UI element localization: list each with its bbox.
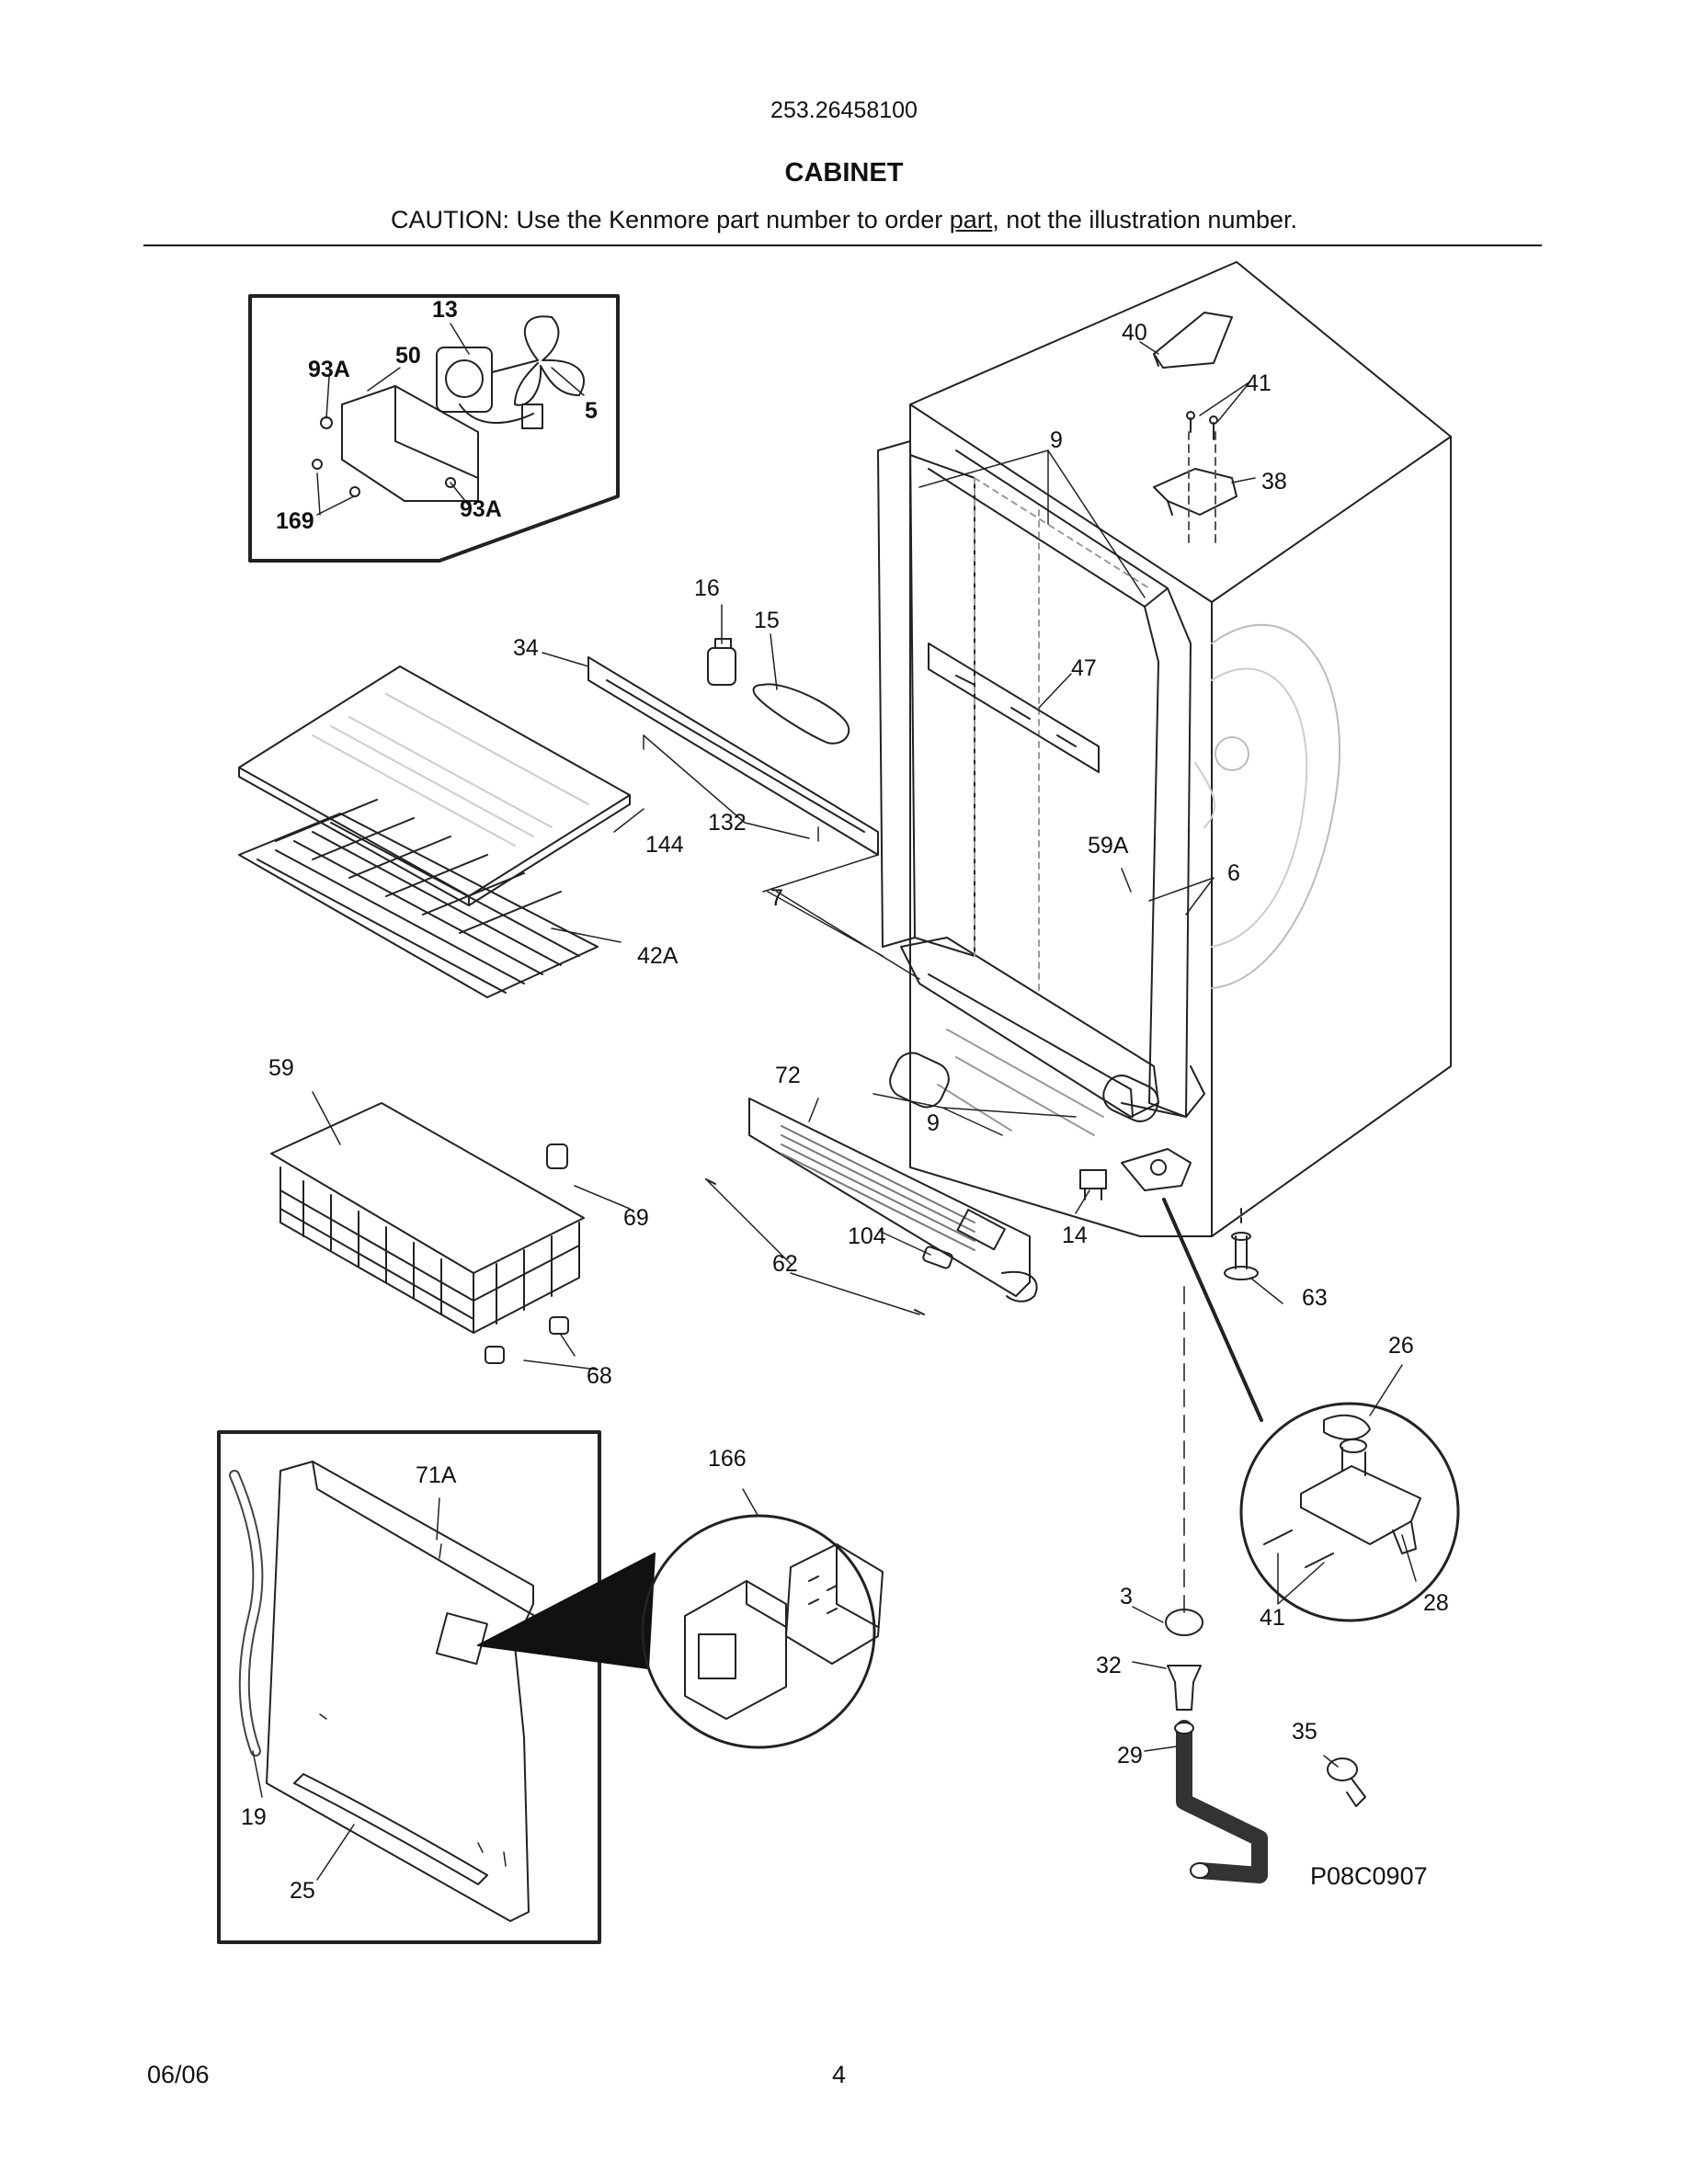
back-panel-icon bbox=[229, 1461, 539, 1922]
pin-icon bbox=[1167, 1665, 1202, 1711]
footer-page-number: 4 bbox=[832, 2061, 847, 2088]
hinge-detail-parts bbox=[1263, 1414, 1421, 1568]
callout-label: 29 bbox=[1117, 1743, 1143, 1769]
control-detail-circle bbox=[641, 1514, 876, 1749]
callout-label: 16 bbox=[694, 575, 720, 601]
bottom-hinge-icon bbox=[1121, 1148, 1192, 1191]
callout-label: 15 bbox=[754, 608, 780, 633]
hinge-detail-circle bbox=[1239, 1402, 1460, 1622]
callout-label: 3 bbox=[1120, 1584, 1133, 1610]
callout-label: 13 bbox=[432, 297, 458, 323]
cabinet-body bbox=[909, 261, 1452, 1237]
caution-text-suffix: , not the illustration number. bbox=[992, 206, 1297, 233]
caution-underlined-word: part bbox=[949, 206, 993, 233]
callout-label: 26 bbox=[1388, 1333, 1414, 1359]
door-stop-plug-icon bbox=[1165, 1609, 1203, 1636]
fan-motor-icon bbox=[312, 315, 585, 502]
callout-label: 132 bbox=[708, 810, 747, 836]
leveling-leg-icon bbox=[1224, 1232, 1259, 1280]
callout-label: 41 bbox=[1260, 1605, 1285, 1631]
callout-label: 69 bbox=[623, 1205, 649, 1231]
toe-grille-screws bbox=[705, 1178, 925, 1315]
callout-label: 68 bbox=[587, 1363, 612, 1389]
top-hinge-cover-icon bbox=[1153, 312, 1233, 369]
footer-date: 06/06 bbox=[147, 2061, 210, 2088]
callout-label: 47 bbox=[1071, 655, 1097, 681]
model-number: 253.26458100 bbox=[770, 97, 918, 123]
resistor-104-icon bbox=[922, 1246, 953, 1269]
top-hinge-screws bbox=[1186, 411, 1218, 440]
callout-label: 93A bbox=[460, 496, 502, 522]
toe-grille-icon bbox=[748, 1098, 1038, 1302]
callout-label: 71A bbox=[416, 1462, 457, 1488]
callout-label: 40 bbox=[1122, 320, 1147, 346]
callout-label: 19 bbox=[241, 1804, 267, 1830]
inset-back-panel-frame bbox=[217, 1430, 601, 1944]
solid-shelf-icon bbox=[238, 665, 631, 906]
callout-label: 9 bbox=[1050, 427, 1063, 453]
caution-note: CAUTION: Use the Kenmore part number to … bbox=[0, 206, 1688, 234]
callout-label: 28 bbox=[1423, 1590, 1449, 1616]
callout-label: 144 bbox=[645, 832, 684, 858]
callout-label: 50 bbox=[395, 343, 421, 369]
cabinet-liner bbox=[974, 477, 1150, 994]
light-bulb-icon bbox=[752, 683, 850, 745]
callout-label: 166 bbox=[708, 1446, 747, 1472]
inset-fan-motor-frame bbox=[248, 294, 620, 563]
callout-label: 104 bbox=[848, 1223, 886, 1249]
stop-arm-icon bbox=[1174, 1720, 1268, 1883]
drawing-code: P08C0907 bbox=[1310, 1862, 1428, 1890]
callout-label: 63 bbox=[1302, 1285, 1328, 1311]
wire-basket-icon bbox=[270, 1102, 585, 1334]
caution-text-prefix: CAUTION: Use the Kenmore part number to … bbox=[391, 206, 950, 233]
callout-label: 6 bbox=[1227, 860, 1240, 886]
leader-lines bbox=[252, 323, 1417, 1881]
callout-label: 34 bbox=[513, 635, 539, 661]
callout-label: 59 bbox=[268, 1055, 294, 1081]
header-rule bbox=[143, 245, 1542, 246]
callout-label: 169 bbox=[276, 508, 314, 534]
wire-shelf-icon bbox=[238, 799, 599, 998]
lamp-socket-icon bbox=[707, 638, 736, 686]
page-title: CABINET bbox=[784, 158, 904, 188]
basket-clip-icons bbox=[485, 1143, 569, 1364]
callout-label: 38 bbox=[1261, 469, 1287, 495]
callout-label: 41 bbox=[1246, 370, 1272, 396]
switch-icon bbox=[1079, 1169, 1107, 1200]
callout-label: 93A bbox=[308, 357, 350, 382]
callout-label: 7 bbox=[770, 885, 783, 911]
callout-label: 35 bbox=[1292, 1719, 1317, 1745]
callout-label: 62 bbox=[772, 1251, 798, 1277]
callout-labels: 13 93A 50 5 169 93A 40 41 9 38 16 15 34 … bbox=[241, 297, 1449, 1904]
callout-label: 32 bbox=[1096, 1653, 1122, 1678]
callout-label: 72 bbox=[775, 1063, 801, 1088]
zoom-cone bbox=[477, 1553, 656, 1669]
thermostat-control-icon bbox=[684, 1580, 787, 1720]
control-housing-icon bbox=[785, 1543, 884, 1665]
callout-label: 25 bbox=[290, 1878, 315, 1904]
breaker-strips bbox=[877, 440, 1205, 1136]
callout-label: 42A bbox=[637, 943, 679, 969]
shelf-rail bbox=[928, 643, 1100, 773]
top-hinge-icon bbox=[1153, 468, 1237, 516]
ring-clip-icon bbox=[1327, 1757, 1366, 1807]
screw-icons bbox=[319, 734, 819, 1867]
callout-label: 5 bbox=[585, 398, 598, 424]
callout-label: 14 bbox=[1062, 1223, 1088, 1248]
callout-label: 9 bbox=[927, 1110, 940, 1136]
callout-label: 59A bbox=[1088, 833, 1129, 859]
